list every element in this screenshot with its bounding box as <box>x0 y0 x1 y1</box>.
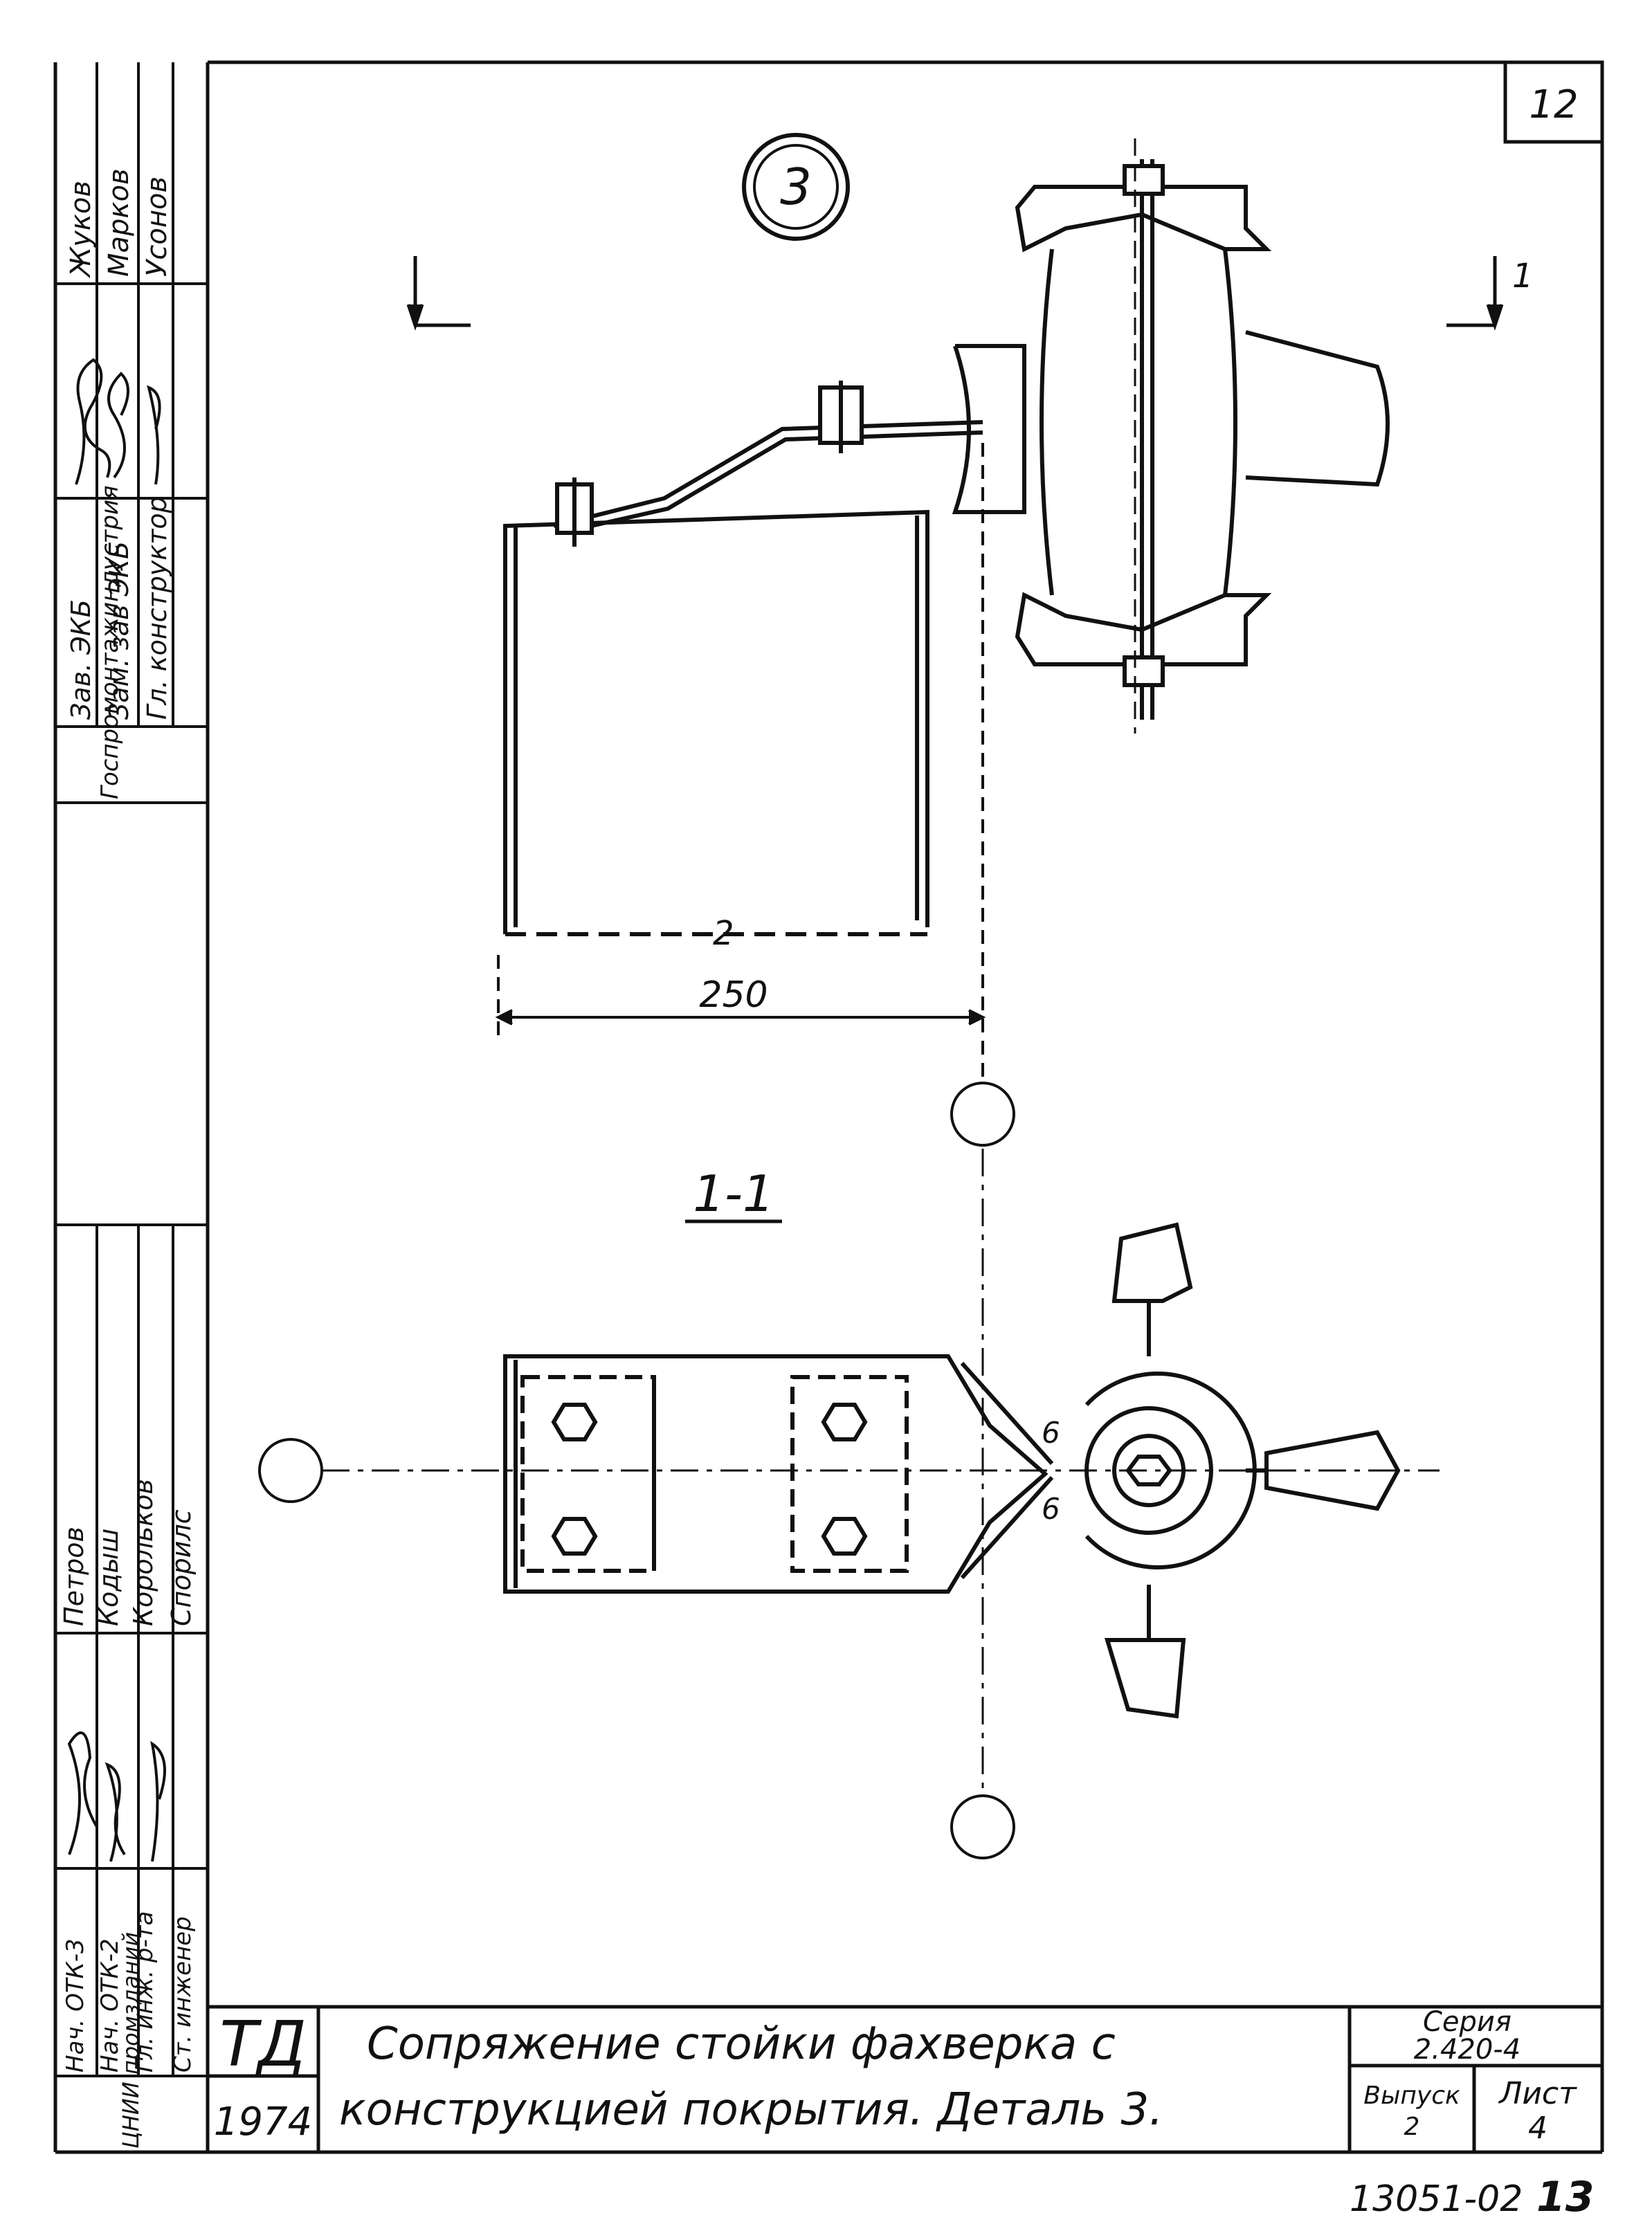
detail-marker: 3 <box>742 133 850 241</box>
dimension-line <box>495 443 986 1080</box>
sidebar-org: ЦНИИ промзданий <box>118 1932 144 2149</box>
bracket-elevation <box>503 381 983 936</box>
issue-value: 2 <box>1404 2113 1420 2141</box>
sheet-value: 4 <box>1528 2111 1547 2146</box>
sidebar-role: Гл. конструктор <box>142 496 172 720</box>
sidebar-bottom-names: Петров Кодыш Корольков Спорилс Нач. ОТК-… <box>59 1479 197 2149</box>
sidebar-name: Спорилс <box>166 1509 197 1626</box>
sidebar-role: Зам. зав ЭКБ <box>104 541 134 720</box>
column-connection-elevation <box>952 138 1390 734</box>
series-value: 2.420-4 <box>1414 2034 1521 2066</box>
section-plan-view <box>322 1149 1440 1796</box>
dimension-value: 250 <box>699 974 768 1016</box>
sidebar-name: Корольков <box>128 1479 158 1626</box>
sidebar-role: Гл. инж. р-та <box>131 1911 158 2073</box>
signature-marks-bottom <box>67 1731 166 1862</box>
part-mark: 2 <box>713 914 734 953</box>
weld-label: 6 <box>1042 1416 1060 1450</box>
section-arrow-left <box>406 256 471 331</box>
sidebar-role: Зав. ЭКБ <box>66 599 96 720</box>
issue-label: Выпуск <box>1363 2082 1460 2110</box>
section-arrow-label: 1 <box>1512 257 1534 295</box>
detail-number: 3 <box>780 158 812 216</box>
sheet-label: Лист <box>1498 2076 1577 2111</box>
sheet-number-box: 12 <box>1503 60 1604 144</box>
sidebar-name: Жуков <box>65 181 97 279</box>
title-block-text: ТД 1974 Сопряжение стойки фахверка с кон… <box>214 2006 1577 2146</box>
year: 1974 <box>214 2100 313 2145</box>
sidebar-name: Кодыш <box>93 1529 124 1626</box>
sidebar-role: Нач. ОТК-2 <box>96 1938 124 2073</box>
signature-marks-top <box>75 358 161 485</box>
sidebar-name: Усонов <box>141 176 173 277</box>
footer-page: 13 <box>1536 2173 1595 2221</box>
sheet-number: 12 <box>1529 82 1578 127</box>
sheet-frame <box>53 60 1604 2154</box>
weld-label: 6 <box>1042 1492 1060 1526</box>
sidebar-role: Нач. ОТК-3 <box>62 1938 89 2073</box>
section-title: 1-1 <box>693 1165 774 1223</box>
drawing-title-line-1: Сопряжение стойки фахверка с <box>367 2019 1116 2070</box>
footer-code: 13051-02 <box>1350 2178 1523 2220</box>
series-label: Серия <box>1423 2006 1512 2038</box>
org-mark: ТД <box>219 2008 306 2081</box>
sidebar-bottom-stamp <box>55 1223 208 2077</box>
sidebar-top-names: Жуков Марков Усонов Зав. ЭКБ Зам. зав ЭК… <box>65 168 173 799</box>
sidebar-name: Петров <box>59 1527 89 1626</box>
section-arrow-right <box>1446 256 1504 331</box>
sidebar-role: Ст. инженер <box>169 1916 197 2073</box>
title-block <box>208 2005 1602 2152</box>
sidebar-org: Госпромонтажиндустрия <box>96 485 124 799</box>
axis-markers <box>258 1082 1015 1859</box>
drawing-title-line-2: конструкцией покрытия. Деталь 3. <box>339 2084 1163 2136</box>
sidebar-name: Марков <box>103 168 135 277</box>
